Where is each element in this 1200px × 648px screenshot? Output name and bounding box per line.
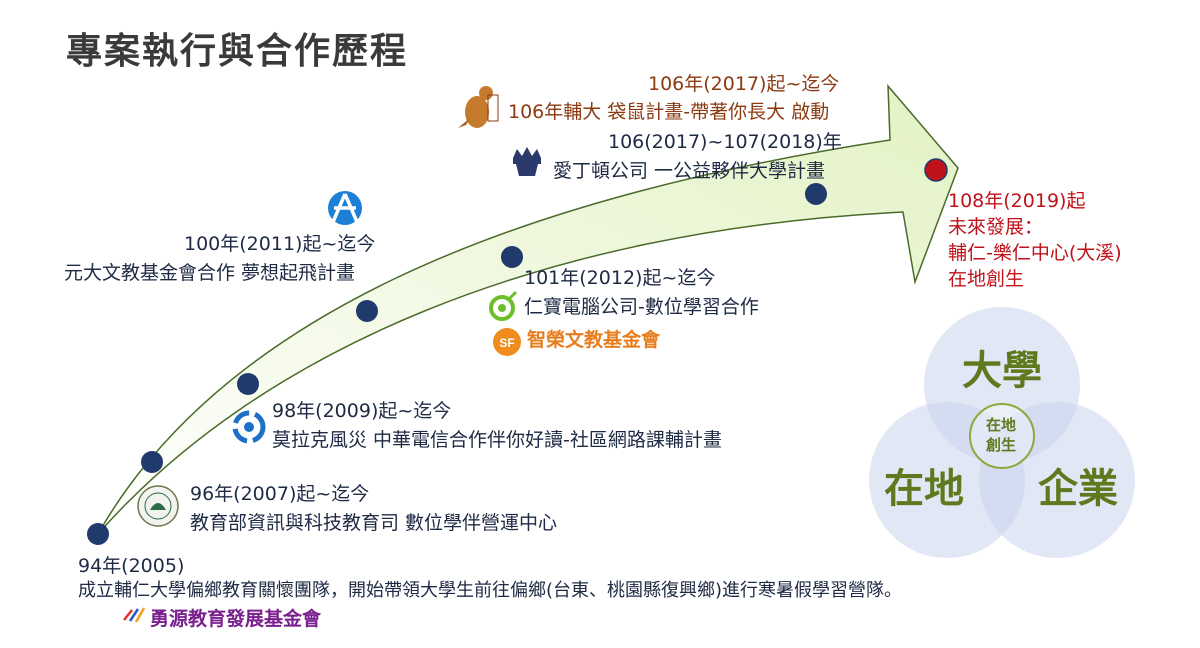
timeline-dot-2019 — [924, 158, 948, 182]
milestone-2011-year: 100年(2011)起~迄今 — [184, 233, 376, 255]
milestone-2005-year: 94年(2005) — [78, 555, 185, 577]
venn-circle-right — [979, 402, 1135, 558]
milestone-2009-description: 莫拉克風災 中華電信合作伴你好讀-社區網路課輔計畫 — [272, 429, 722, 451]
timeline-arrow-shape — [97, 83, 959, 535]
timeline-dot-2007 — [141, 451, 163, 473]
milestone-2019-placemaking: 在地創生 — [948, 268, 1025, 290]
sf-logo-icon: SF — [493, 328, 521, 356]
venn-label-university: 大學 — [962, 348, 1042, 394]
venn-circle-left — [869, 402, 1025, 558]
timeline-dot-2009 — [237, 373, 259, 395]
yuanta-logo-icon — [328, 191, 362, 225]
yongyuan-logo-icon — [123, 607, 146, 623]
compal-logo-icon — [489, 290, 518, 321]
milestone-2017-description-secondary: 愛丁頓公司 一公益夥伴大學計畫 — [553, 160, 826, 182]
milestone-2007-description: 教育部資訊與科技教育司 數位學伴營運中心 — [190, 512, 558, 534]
milestone-2012-year: 101年(2012)起~迄今 — [524, 267, 716, 289]
milestone-2009-year: 98年(2009)起~迄今 — [272, 400, 452, 422]
milestone-2012-partner: 智榮文教基金會 — [527, 329, 661, 351]
milestone-2017-year-secondary: 106(2017)~107(2018)年 — [608, 131, 842, 153]
timeline-dot-2005 — [87, 523, 109, 545]
timeline-dot-2012 — [501, 246, 523, 268]
timeline-dot-2017 — [805, 183, 827, 205]
svg-text:SF: SF — [499, 336, 514, 350]
milestone-2019-year: 108年(2019)起 — [948, 190, 1086, 212]
ministry-of-education-seal-icon — [137, 485, 179, 527]
milestone-2005-partner: 勇源教育發展基金會 — [150, 608, 322, 630]
venn-label-local: 在地 — [884, 466, 964, 512]
crown-logo-icon — [513, 147, 541, 176]
timeline-dot-2011 — [356, 300, 378, 322]
kangaroo-logo-icon — [458, 86, 499, 128]
venn-center-label-line2: 創生 — [986, 436, 1017, 454]
venn-label-enterprise: 企業 — [1038, 466, 1118, 512]
venn-center-circle — [969, 403, 1035, 469]
milestone-2017-year: 106年(2017)起~迄今 — [648, 73, 840, 95]
milestone-2007-year: 96年(2007)起~迄今 — [190, 483, 370, 505]
milestone-2012-description: 仁寶電腦公司-數位學習合作 — [524, 296, 759, 318]
milestone-2019-center: 輔仁-樂仁中心(大溪) — [948, 242, 1122, 264]
milestone-2011-description: 元大文教基金會合作 夢想起飛計畫 — [64, 262, 356, 284]
venn-diagram — [869, 307, 1135, 558]
milestone-2019-future-label: 未來發展： — [948, 216, 1044, 238]
milestone-2005-description: 成立輔仁大學偏鄉教育關懷團隊，開始帶領大學生前往偏鄉(台東、桃園縣復興鄉)進行寒… — [78, 580, 903, 601]
page-title: 專案執行與合作歷程 — [66, 31, 409, 72]
venn-center-label-line1: 在地 — [986, 416, 1017, 434]
milestone-2017-description: 106年輔大 袋鼠計畫-帶著你長大 啟動 — [508, 101, 830, 123]
chunghwa-telecom-logo-icon — [232, 410, 266, 444]
